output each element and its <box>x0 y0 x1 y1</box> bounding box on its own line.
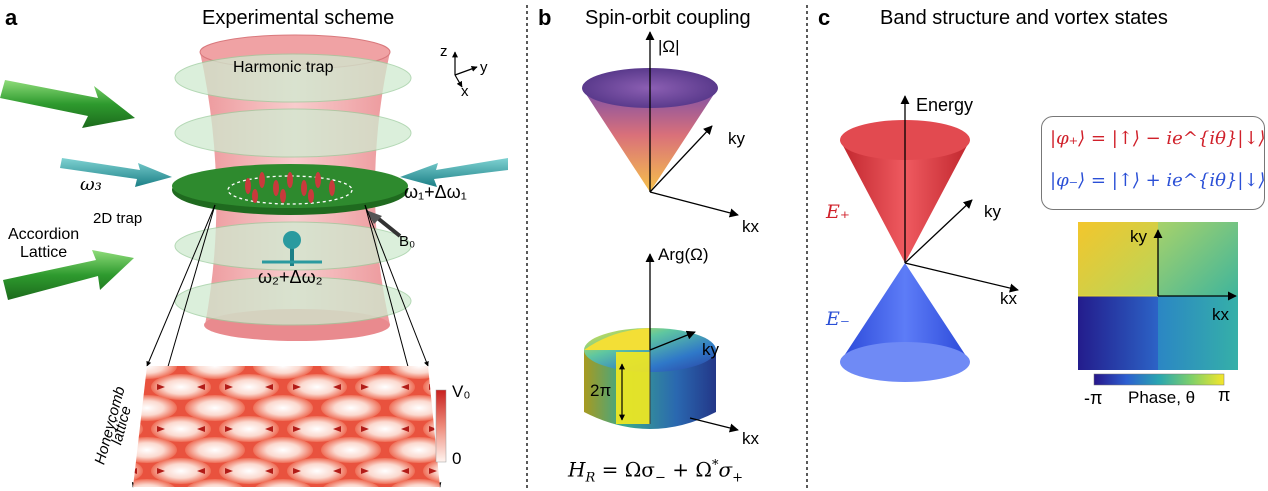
state-minus-equation: |φ₋⟩ = |↑⟩ + ie^{iθ}|↓⟩ <box>1050 170 1266 191</box>
axes-triad <box>452 51 478 88</box>
panel-title-b: Spin-orbit coupling <box>585 7 751 29</box>
omega2-label: ω₂+Δω₂ <box>258 267 323 287</box>
beam-omega1 <box>400 158 508 187</box>
kx-label-top: kx <box>742 217 759 236</box>
energy-axis-label: Energy <box>916 95 974 115</box>
phase-map <box>1078 222 1238 370</box>
2d-trap-label: 2D trap <box>93 210 143 227</box>
vortex-states-box <box>1041 116 1265 210</box>
beam-lower-left <box>3 250 134 300</box>
beam-upper-left <box>0 80 135 128</box>
omega3-label: ω₃ <box>80 174 102 195</box>
v0-colorbar <box>435 389 447 463</box>
phase-colorbar <box>1093 373 1225 386</box>
ky-label-top: ky <box>728 129 745 148</box>
hamiltonian-equation: HR = Ωσ− + Ω*σ+ <box>568 457 743 486</box>
phase-max-label: π <box>1218 385 1231 405</box>
phase-label: Phase, θ <box>1128 388 1196 407</box>
e-plus-label: E₊ <box>826 201 850 223</box>
ky-label-c: ky <box>984 202 1001 221</box>
state-plus-equation: |φ₊⟩ = |↑⟩ − ie^{iθ}|↓⟩ <box>1050 128 1266 149</box>
2d-trap-disc <box>172 164 408 215</box>
two-pi-label: 2π <box>590 381 612 400</box>
omega1-label: ω₁+Δω₁ <box>404 182 467 202</box>
panel-title-a: Experimental scheme <box>202 7 395 29</box>
ky-label-bottom: ky <box>702 340 719 359</box>
phase-min-label: -π <box>1084 388 1103 408</box>
accordion-label-line1: Accordion <box>8 226 80 243</box>
axis-x-label: x <box>461 83 469 100</box>
lower-band-cone <box>840 263 970 382</box>
panel-letter-a: a <box>5 5 18 30</box>
harmonic-trap-label: Harmonic trap <box>233 59 334 76</box>
ky-label-phase: ky <box>1130 227 1147 246</box>
honeycomb-lattice-map <box>133 366 440 487</box>
e-minus-label: E₋ <box>826 308 850 330</box>
kx-label-c: kx <box>1000 289 1017 308</box>
panel-letter-c: c <box>818 5 831 30</box>
b0-label: B₀ <box>399 233 416 250</box>
omega-magnitude-axis: |Ω| <box>658 37 680 56</box>
panel-title-c: Band structure and vortex states <box>880 7 1168 29</box>
arg-omega-axis: Arg(Ω) <box>658 245 709 264</box>
axis-z-label: z <box>440 43 448 60</box>
beam-omega3 <box>60 158 172 187</box>
panel-letter-b: b <box>538 5 552 30</box>
colorbar-min-label: 0 <box>452 449 462 468</box>
kx-label-phase: kx <box>1212 305 1229 324</box>
accordion-label-line2: Lattice <box>20 244 68 261</box>
axis-y-label: y <box>480 59 488 76</box>
rf-antenna <box>262 231 322 266</box>
b0-arrow <box>366 210 402 238</box>
colorbar-max-label: V₀ <box>452 382 471 401</box>
kx-label-bottom: kx <box>742 429 759 448</box>
